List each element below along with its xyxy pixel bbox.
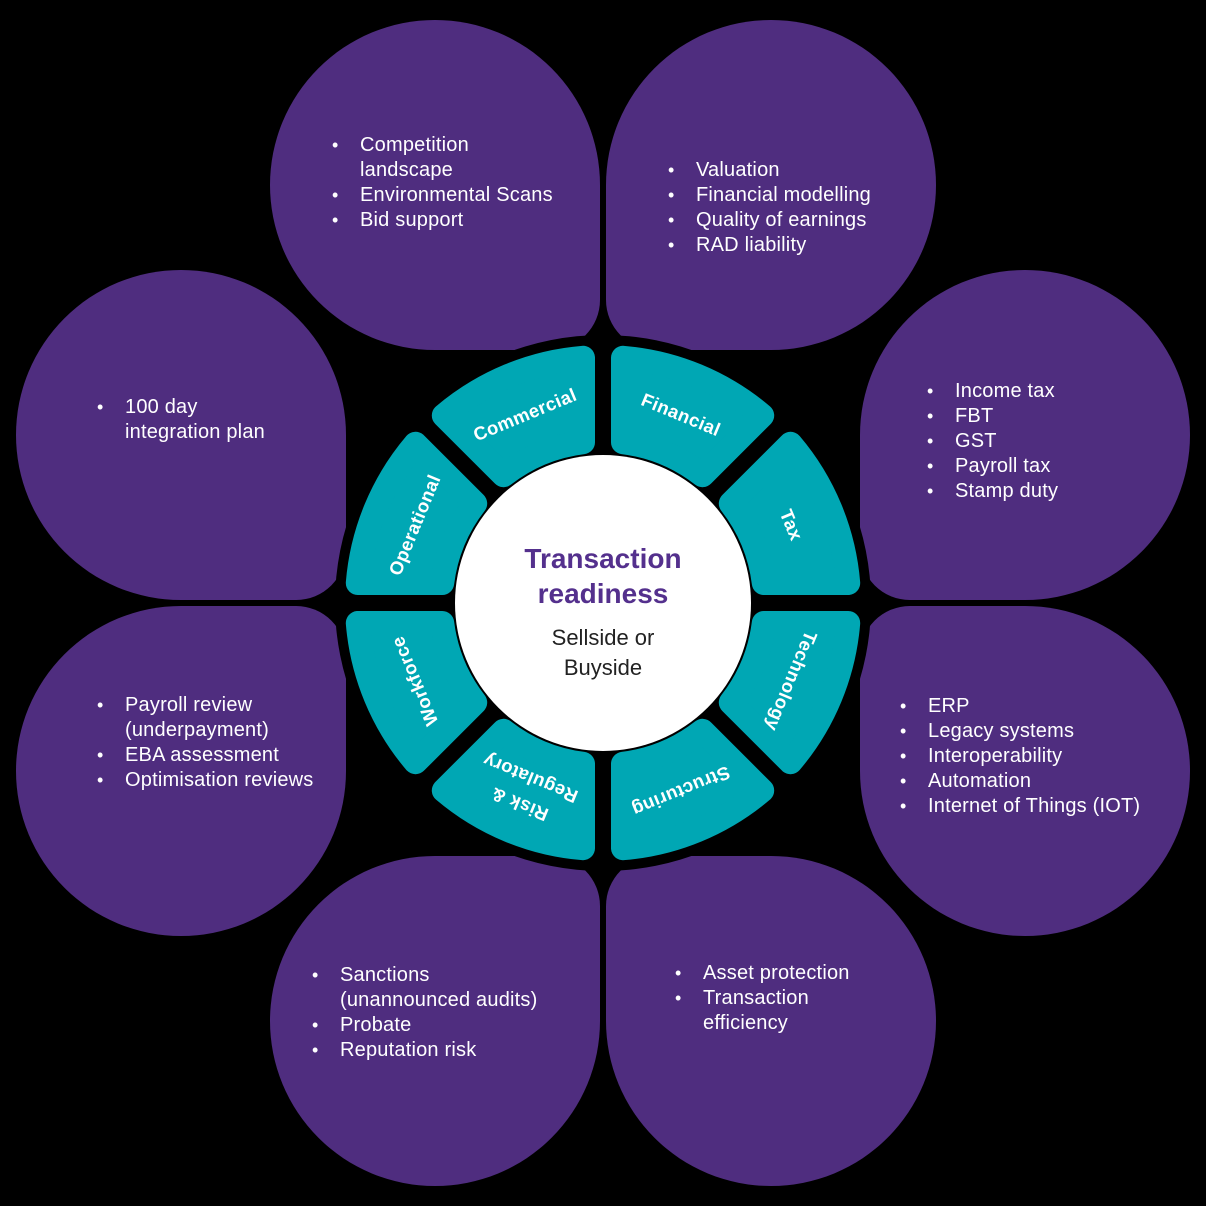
bullet-list: Competition landscape Environmental Scan… xyxy=(330,133,580,233)
list-item: Automation xyxy=(898,769,1163,794)
bullet-list: ERP Legacy systems Interoperability Auto… xyxy=(898,694,1163,819)
list-item: Reputation risk xyxy=(310,1038,560,1063)
bullet-list: Income tax FBT GST Payroll tax Stamp dut… xyxy=(925,379,1145,504)
segment-wedge-operational xyxy=(345,431,488,595)
segment-wedge-risk-regulatory xyxy=(431,718,595,861)
segment-wedge-workforce xyxy=(345,611,488,775)
list-item: 100 day integration plan xyxy=(95,395,325,445)
list-item: Sanctions (unannounced audits) xyxy=(310,963,560,1013)
list-item: Transaction efficiency xyxy=(673,986,913,1036)
center-subtitle: Sellside or Buyside xyxy=(551,625,655,680)
petal-list-top-right: Valuation Financial modelling Quality of… xyxy=(666,158,916,258)
bullet-list: Payroll review (underpayment) EBA assess… xyxy=(95,693,345,793)
list-item: Competition landscape xyxy=(330,133,580,183)
petal-list-left-bottom: Payroll review (underpayment) EBA assess… xyxy=(95,693,345,793)
center-circle xyxy=(455,455,751,751)
petal-list-bottom-right: Asset protection Transaction efficiency xyxy=(673,961,913,1036)
list-item: Interoperability xyxy=(898,744,1163,769)
ring-group xyxy=(345,345,861,861)
list-item: GST xyxy=(925,429,1145,454)
petal-list-bottom-left: Sanctions (unannounced audits) Probate R… xyxy=(310,963,560,1063)
list-item: Bid support xyxy=(330,208,580,233)
bullet-list: Sanctions (unannounced audits) Probate R… xyxy=(310,963,560,1063)
list-item: Internet of Things (IOT) xyxy=(898,794,1163,819)
segment-wedge-tax xyxy=(718,431,861,595)
segment-wedge-financial xyxy=(611,345,775,488)
bullet-list: Asset protection Transaction efficiency xyxy=(673,961,913,1036)
list-item: Stamp duty xyxy=(925,479,1145,504)
list-item: Environmental Scans xyxy=(330,183,580,208)
list-item: RAD liability xyxy=(666,233,916,258)
segment-wedge-technology xyxy=(718,611,861,775)
petal-list-top-left: Competition landscape Environmental Scan… xyxy=(330,133,580,233)
petal-list-right-bottom: ERP Legacy systems Interoperability Auto… xyxy=(898,694,1163,819)
list-item: Quality of earnings xyxy=(666,208,916,233)
list-item: Income tax xyxy=(925,379,1145,404)
list-item: EBA assessment xyxy=(95,743,345,768)
list-item: Asset protection xyxy=(673,961,913,986)
petal-list-right-top: Income tax FBT GST Payroll tax Stamp dut… xyxy=(925,379,1145,504)
list-item: Optimisation reviews xyxy=(95,768,345,793)
list-item: Payroll review (underpayment) xyxy=(95,693,345,743)
center-text-block: Transaction readiness Sellside or Buysid… xyxy=(453,541,753,683)
list-item: FBT xyxy=(925,404,1145,429)
petal-list-left-top: 100 day integration plan xyxy=(95,395,325,445)
segment-wedge-structuring xyxy=(611,718,775,861)
segment-wedge-commercial xyxy=(431,345,595,488)
center-title: Transaction readiness xyxy=(524,543,682,609)
bullet-list: Valuation Financial modelling Quality of… xyxy=(666,158,916,258)
list-item: Valuation xyxy=(666,158,916,183)
list-item: Payroll tax xyxy=(925,454,1145,479)
list-item: ERP xyxy=(898,694,1163,719)
list-item: Financial modelling xyxy=(666,183,916,208)
bullet-list: 100 day integration plan xyxy=(95,395,325,445)
list-item: Probate xyxy=(310,1013,560,1038)
list-item: Legacy systems xyxy=(898,719,1163,744)
